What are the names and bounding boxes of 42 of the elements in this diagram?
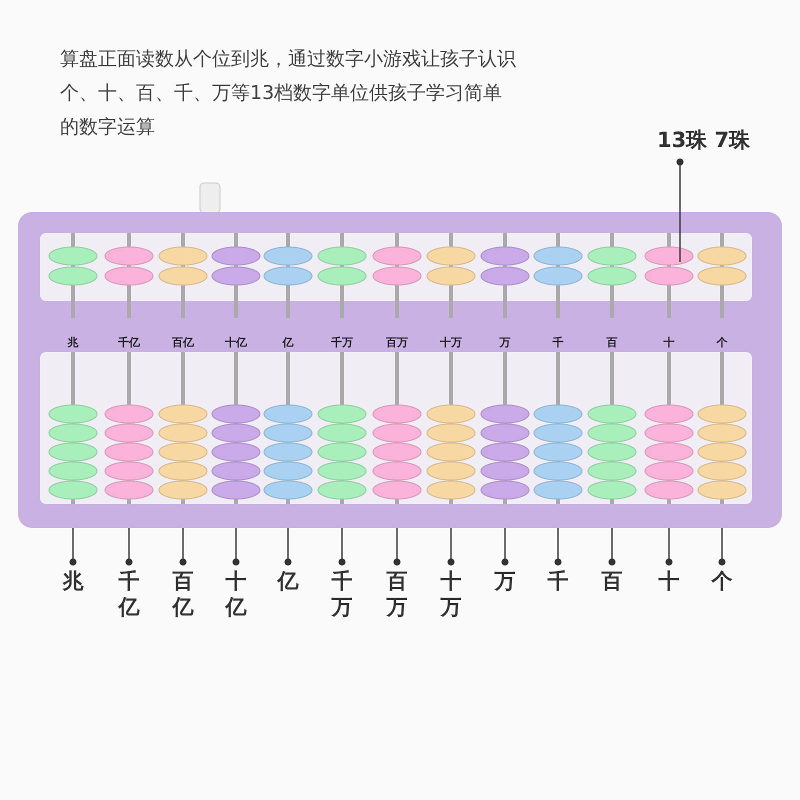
leader-line — [608, 528, 616, 566]
rod-label: 兆 — [68, 335, 78, 350]
rod-label: 个 — [716, 335, 728, 350]
leader-line — [284, 528, 292, 566]
rod-label: 百亿 — [172, 335, 194, 350]
place-value-label: 万 — [494, 568, 516, 594]
leader-line — [338, 528, 346, 566]
place-value-label: 百 — [602, 568, 622, 594]
bead-count-label: 13珠 7珠 — [657, 126, 750, 154]
leader-line — [666, 528, 672, 566]
place-value-label: 百亿 — [172, 568, 194, 620]
leader-line — [394, 528, 400, 566]
place-value-label: 十万 — [440, 568, 462, 620]
leader-line — [554, 528, 562, 566]
place-value-label: 千万 — [332, 568, 352, 620]
leader-line — [180, 528, 186, 566]
leader-line — [70, 528, 76, 566]
place-value-label: 十 — [658, 568, 680, 594]
place-value-label: 千 — [548, 568, 568, 594]
rod-label: 十 — [664, 335, 674, 350]
rod-label: 亿 — [282, 335, 294, 350]
place-value-label: 个 — [712, 568, 732, 594]
leader-line — [718, 528, 726, 566]
description-text: 算盘正面读数从个位到兆，通过数字小游戏让孩子认识个、十、百、千、万等13档数字单位供孩子学习简单的数字运算 — [60, 47, 517, 140]
rod-label: 十亿 — [225, 335, 247, 350]
leader-line — [448, 528, 454, 566]
rod-label: 十万 — [440, 335, 462, 350]
rod-label: 百 — [606, 335, 618, 350]
place-value-label: 百万 — [386, 568, 408, 620]
place-value-label: 千亿 — [118, 568, 140, 620]
rod-label: 万 — [500, 335, 510, 350]
place-value-label: 亿 — [278, 568, 298, 594]
rod-label: 百万 — [386, 335, 408, 350]
place-value-label: 兆 — [62, 568, 84, 594]
rod-label: 千 — [552, 335, 564, 350]
leader-line — [676, 158, 684, 262]
leader-line — [126, 528, 132, 566]
rod-label: 千万 — [331, 335, 353, 350]
place-value-label: 十亿 — [226, 568, 246, 620]
rod-label: 千亿 — [118, 335, 140, 350]
leader-line — [502, 528, 508, 566]
leader-line — [232, 528, 240, 566]
